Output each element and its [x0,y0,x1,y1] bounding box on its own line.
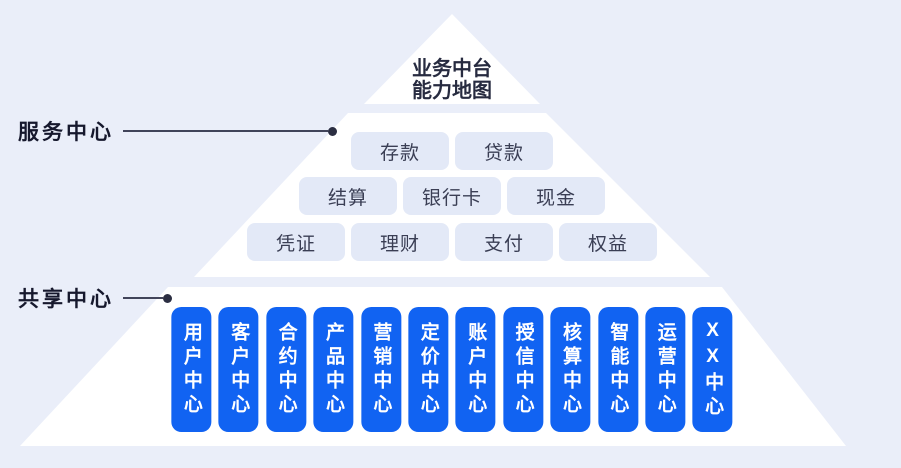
service-chip-cash: 现金 [507,177,605,215]
service-chip-settlement: 结算 [299,177,397,215]
shared-pill-account: 账户中心 [455,307,496,432]
service-center-callout: 服务中心 [18,117,337,145]
shared-center-connector-line [123,297,163,299]
shared-pill-contract: 合约中心 [266,307,307,432]
shared-pill-credit: 授信中心 [503,307,544,432]
pyramid-title-line1: 业务中台 [412,58,492,80]
pyramid-title-line2: 能力地图 [412,80,492,102]
shared-pill-xx: XX中心 [692,307,733,432]
shared-pill-product: 产品中心 [313,307,354,432]
service-chip-deposit: 存款 [351,132,449,170]
service-chip-voucher: 凭证 [247,223,345,261]
shared-center-label: 共享中心 [18,288,114,311]
shared-pill-intelligence: 智能中心 [597,307,638,432]
shared-pill-operations: 运营中心 [645,307,686,432]
shared-pill-accounting: 核算中心 [550,307,591,432]
service-chip-payment: 支付 [455,223,553,261]
service-chip-wealth: 理财 [351,223,449,261]
service-center-connector-line [123,130,328,132]
service-center-label: 服务中心 [18,121,114,144]
shared-center-callout: 共享中心 [18,284,172,312]
pyramid-tier-top [364,14,540,104]
service-center-connector-dot [328,126,337,136]
shared-pill-marketing: 营销中心 [360,307,401,432]
shared-pill-user: 用户中心 [171,307,212,432]
service-chip-row-1: 存款 贷款 [351,132,553,170]
service-chip-row-2: 结算 银行卡 现金 [299,177,605,215]
service-chip-bankcard: 银行卡 [403,177,501,215]
shared-pill-pricing: 定价中心 [408,307,449,432]
pyramid-title: 业务中台 能力地图 [412,58,492,102]
shared-pill-customer: 客户中心 [218,307,259,432]
shared-center-row: 用户中心 客户中心 合约中心 产品中心 营销中心 定价中心 账户中心 授信中心 … [171,307,733,432]
shared-center-connector-dot [163,293,172,303]
service-chip-row-3: 凭证 理财 支付 权益 [247,223,657,261]
service-chip-rights: 权益 [559,223,657,261]
service-chip-loan: 贷款 [455,132,553,170]
